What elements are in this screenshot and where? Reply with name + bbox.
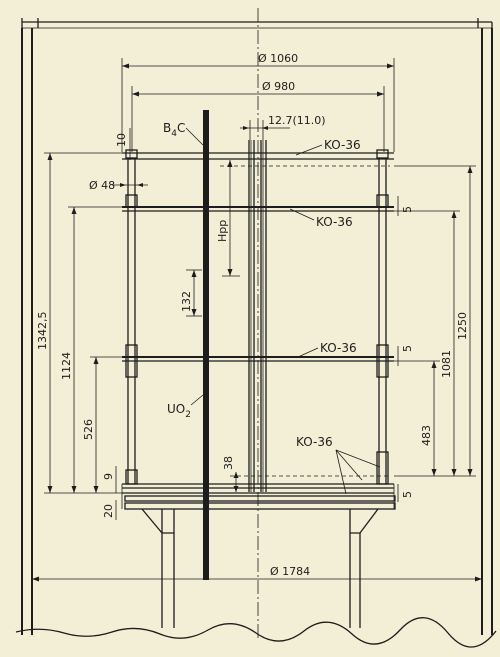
dim-5-mid: 5 (401, 345, 414, 352)
dim-20: 20 (102, 504, 115, 518)
dim-38: 38 (222, 456, 235, 470)
diameter-1784-dimension: Ø 1784 (32, 565, 482, 582)
dim-d980: Ø 980 (262, 80, 295, 93)
dim-5-bottom-group: 5 (397, 484, 414, 502)
dim-1124-group: 1124 (60, 206, 122, 493)
vessel (15, 18, 497, 648)
dim-hpp: Hpp (216, 220, 229, 242)
hpp-dimension: Hpp (216, 160, 240, 277)
dim-38-group: 38 (222, 456, 239, 492)
label-ko36-upper-grid: KO-36 (316, 215, 353, 229)
label-ko36-mid-grid: KO-36 (320, 341, 357, 355)
rod-diameter-dimension: 12.7(11.0) (240, 114, 326, 130)
label-ko36-bottom: KO-36 (296, 435, 333, 449)
spacer-grids (122, 152, 394, 477)
dim-132-group: 132 (180, 269, 202, 317)
dim-20-group: 20 (102, 500, 117, 520)
dim-9: 9 (102, 473, 115, 480)
dim-1081-group: 1081 (394, 210, 460, 476)
fuel-rod-bundle (248, 120, 267, 492)
dim-5-upper: 5 (401, 206, 414, 213)
label-ko36-top: KO-36 (324, 138, 361, 152)
dim-5-upper-group: 5 (397, 196, 414, 216)
diameter-1060-dimension: Ø 1060 (121, 52, 395, 152)
bottom-plates (121, 483, 396, 510)
dim-526-group: 526 (82, 356, 122, 493)
dim-d48: Ø 48 (89, 179, 115, 192)
tie-rod-right (376, 149, 389, 485)
dim-1250-group: 1250 (394, 165, 476, 477)
dim-d48-group: Ø 48 (89, 179, 148, 192)
dim-d1060: Ø 1060 (258, 52, 298, 65)
dim-rod-dia: 12.7(11.0) (268, 114, 326, 127)
dim-9-group: 9 (102, 466, 117, 493)
dim-10: 10 (115, 133, 128, 147)
tie-rod-left (125, 149, 138, 485)
dim-526: 526 (82, 419, 95, 440)
label-b4c: B4C (163, 121, 185, 139)
dim-1342: 1342,5 (36, 312, 49, 351)
support-legs (141, 508, 379, 628)
dim-5-mid-group: 5 (397, 345, 414, 366)
dim-1250: 1250 (456, 312, 469, 340)
diameter-980-dimension: Ø 980 (131, 80, 385, 152)
b4c-control-rod (203, 110, 209, 580)
dim-1124: 1124 (60, 352, 73, 380)
dim-483-group: 483 (394, 360, 440, 476)
dim-d1784: Ø 1784 (270, 565, 310, 578)
dim-1342-group: 1342,5 (36, 152, 122, 494)
dim-1081: 1081 (440, 350, 453, 378)
label-uo2: UO2 (167, 402, 191, 420)
dim-132: 132 (180, 291, 193, 312)
dim-5-bottom: 5 (401, 491, 414, 498)
dim-483: 483 (420, 425, 433, 446)
dim-10-group: 10 (115, 128, 131, 160)
